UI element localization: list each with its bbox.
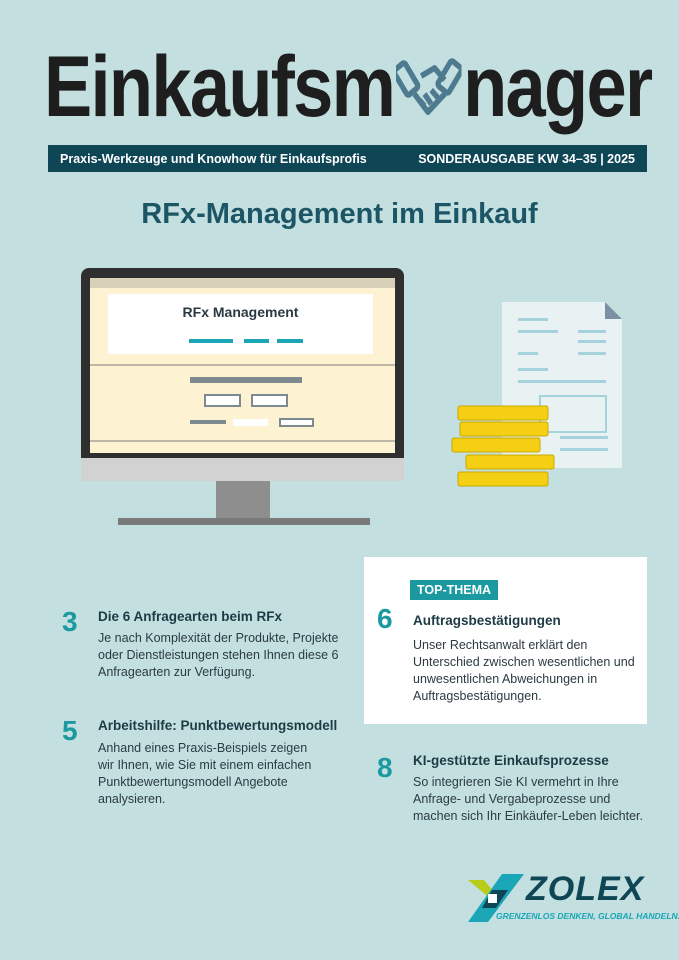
sponsor-slogan: GRENZENLOS DENKEN, GLOBAL HANDELN. [496,911,679,921]
article-text: So integrieren Sie KI vermehrt in Ihre A… [413,775,643,823]
tagline-band: Praxis-Werkzeuge und Knowhow für Einkauf… [48,145,647,172]
article-text: Anhand eines Praxis-Beispiels zeigen wir… [98,741,312,806]
page-number: 3 [62,606,78,637]
masthead-part1: Einkaufsm [44,38,396,135]
article-text: Je nach Komplexität der Produkte, Projek… [98,631,339,679]
zolex-mark-icon [468,874,524,922]
zolex-logo: ZOLEX GRENZENLOS DENKEN, GLOBAL HANDELN. [468,870,679,926]
monitor-stand [216,481,270,519]
article-title: Die 6 Anfragearten beim RFx [98,609,283,624]
monitor-base [118,518,370,525]
headline: RFx-Management im Einkauf [141,198,538,230]
page-number: 6 [377,603,393,634]
invoice-coins-illustration [451,302,622,487]
article-title: KI-gestützte Einkaufsprozesse [413,753,609,768]
page-number: 8 [377,752,393,783]
sponsor-name: ZOLEX [526,870,645,908]
issue-label: SONDERAUSGABE KW 34–35 | 2025 [418,151,635,166]
handshake-icon [395,58,462,115]
masthead: Einkaufsm nager [44,39,653,135]
article-title: Auftragsbestätigungen [413,613,561,628]
article-text: Unser Rechtsanwalt erklärt den Unterschi… [413,638,635,703]
page-number: 5 [62,715,78,746]
monitor-illustration: RFx Management [81,268,404,481]
top-thema-badge: TOP-THEMA [410,580,499,600]
tagline: Praxis-Werkzeuge und Knowhow für Einkauf… [60,151,367,166]
masthead-part2: nager [463,38,653,135]
article-title: Arbeitshilfe: Punktbewertungsmodell [98,718,338,733]
screen-title: RFx Management [108,294,373,354]
